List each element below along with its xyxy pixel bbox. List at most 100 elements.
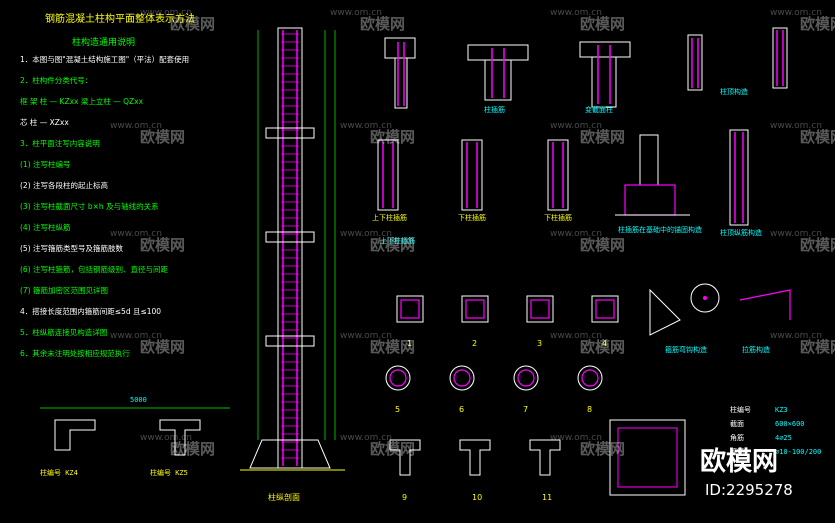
detail5-column [772,27,788,89]
watermark-url: www.om.cn [550,229,602,239]
watermark-url: www.om.cn [340,331,392,341]
stirrup-circle-number: 8 [587,405,592,414]
notes-block: 钢筋混凝土柱构平面整体表示方法 柱构造通用说明 1．本图与图"混凝土结构施工图"… [20,12,195,358]
watermark-brand: 欧模网 [170,15,215,33]
stirrup-shape-number: 9 [402,493,407,502]
stirrup-circle-rebar [389,369,407,387]
column-elevation-label: 柱纵剖面 [268,492,300,502]
watermark-url: www.om.cn [770,229,822,239]
stirrup-square-rebar [465,299,485,319]
note-line: (3) 注写柱截面尺寸 b×h 及与轴线的关系 [20,201,159,211]
note-line: (6) 注写柱箍筋，包括钢筋级别、直径与间距 [20,264,169,274]
note-line: 框 架 柱 — KZxx 梁上立柱 — QZxx [20,96,144,106]
watermark-brand: 欧模网 [370,440,415,458]
stirrup-square-outline [396,295,424,323]
detail1-beam [384,37,416,59]
watermark-url: www.om.cn [550,433,602,443]
stirrup-circle-number: 7 [523,405,528,414]
detail3-label: 变截面柱 [585,105,613,114]
detail2-label: 柱插筋 [484,105,505,114]
bottom-dim: 5000 [130,396,147,404]
stirrup-square-outline [591,295,619,323]
mid-c-column [547,139,569,211]
note-line: (2) 注写各段柱的起止标高 [20,180,109,190]
notes-lines: 1．本图与图"混凝土结构施工图"（平法）配套使用 2．柱构件分类代号： 框 架 柱 … [20,54,189,358]
column-elevation: 柱纵剖面 [240,27,345,502]
note-line: 2．柱构件分类代号： [20,75,92,85]
drawing-title: 钢筋混凝土柱构平面整体表示方法 [45,12,195,25]
section-l-shape [54,419,96,451]
watermark-id: ID:2295278 [705,481,793,499]
base-column [639,134,659,186]
hook-dot [703,296,707,300]
stirrup-circle-rebar [517,369,535,387]
right-label: 柱顶纵筋构造 [720,228,762,237]
watermark-brand: 欧模网 [140,236,185,254]
mid-b-label: 下柱插筋 [458,213,486,222]
table-key: 箍筋 [730,447,744,456]
stirrup-square-rebar [400,299,420,319]
stirrup-shape-number: 10 [472,493,482,502]
watermark-brand: 欧模网 [580,338,625,356]
note-line: (5) 注写箍筋类型号及箍筋肢数 [20,243,124,253]
watermark-brand: 欧模网 [580,128,625,146]
note-line: 1．本图与图"混凝土结构施工图"（平法）配套使用 [20,54,189,64]
watermark-url: www.om.cn [110,229,162,239]
hook-triangle [649,288,681,336]
watermark-brand: 欧模网 [360,15,405,33]
slab-1 [265,127,315,139]
note-line: 3．柱平面注写内容说明 [20,138,100,148]
mid-a-label: 上下柱插筋 [372,213,407,222]
watermark-brand: 欧模网 [370,338,415,356]
detail5-label: 柱顶构造 [720,87,748,96]
note-line: 芯 柱 — XZxx [20,117,69,127]
watermarks: www.om.cn欧模网www.om.cn欧模网www.om.cn欧模网www.… [110,8,835,499]
stirrup-circle-outline [385,365,411,391]
watermark-url: www.om.cn [340,433,392,443]
bottom-label-2: 柱编号 KZ5 [150,468,188,477]
watermark-brand: 欧模网 [140,338,185,356]
mid-a-column [377,139,399,211]
watermark-brand: 欧模网 [800,15,835,33]
watermark-url: www.om.cn [770,8,822,18]
table-key: 角筋 [730,433,744,442]
stirrup-circle-outline [449,365,475,391]
note-line: (1) 注写柱编号 [20,159,71,169]
bottom-left-sections: 柱编号 KZ4 柱编号 KZ5 5000 [40,396,230,477]
table-section-box [609,419,686,496]
stirrup-shape-outline [389,439,421,476]
note-line: (4) 注写柱纵筋 [20,222,71,232]
stirrup-circle-number: 5 [395,405,400,414]
table-value: ∅10-100/200 [775,448,821,456]
watermark-brand: 欧模网 [170,440,215,458]
table-value: 600×600 [775,420,805,428]
stirrup-circle-rebar [453,369,471,387]
stirrup-square-outline [526,295,554,323]
watermark-url: www.om.cn [770,121,822,131]
note-line: (7) 箍筋加密区范围见详图 [20,285,108,295]
watermark-url: www.om.cn [110,121,162,131]
watermark-brand: 欧模网 [140,128,185,146]
table-key: 截面 [730,419,744,428]
hook-bend [739,289,791,320]
base-label: 柱插筋在基础中的锚固构造 [618,225,702,234]
watermark-url: www.om.cn [140,8,192,18]
watermark-brand: 欧模网 [580,440,625,458]
table-section-stirrup [617,427,678,488]
watermark-url: www.om.cn [340,121,392,131]
watermark-brand: 欧模网 [800,236,835,254]
watermark-url: www.om.cn [140,433,192,443]
note-line: 6．其余未注明处按相应规范执行 [20,348,130,358]
watermark-brand: 欧模网 [580,236,625,254]
detail3-column [591,56,617,108]
watermark-url: www.om.cn [550,331,602,341]
stirrup-square-rebar [530,299,550,319]
table-key: 柱编号 [730,405,751,414]
hook-details: 箍筋弯钩构造 拉筋构造 [649,283,791,354]
watermark-brand-large: 欧模网 [700,446,778,477]
note-line: 4．搭接长度范围内箍筋间距≤5d 且≤100 [20,306,161,316]
stirrup-shape-number: 11 [542,493,552,502]
